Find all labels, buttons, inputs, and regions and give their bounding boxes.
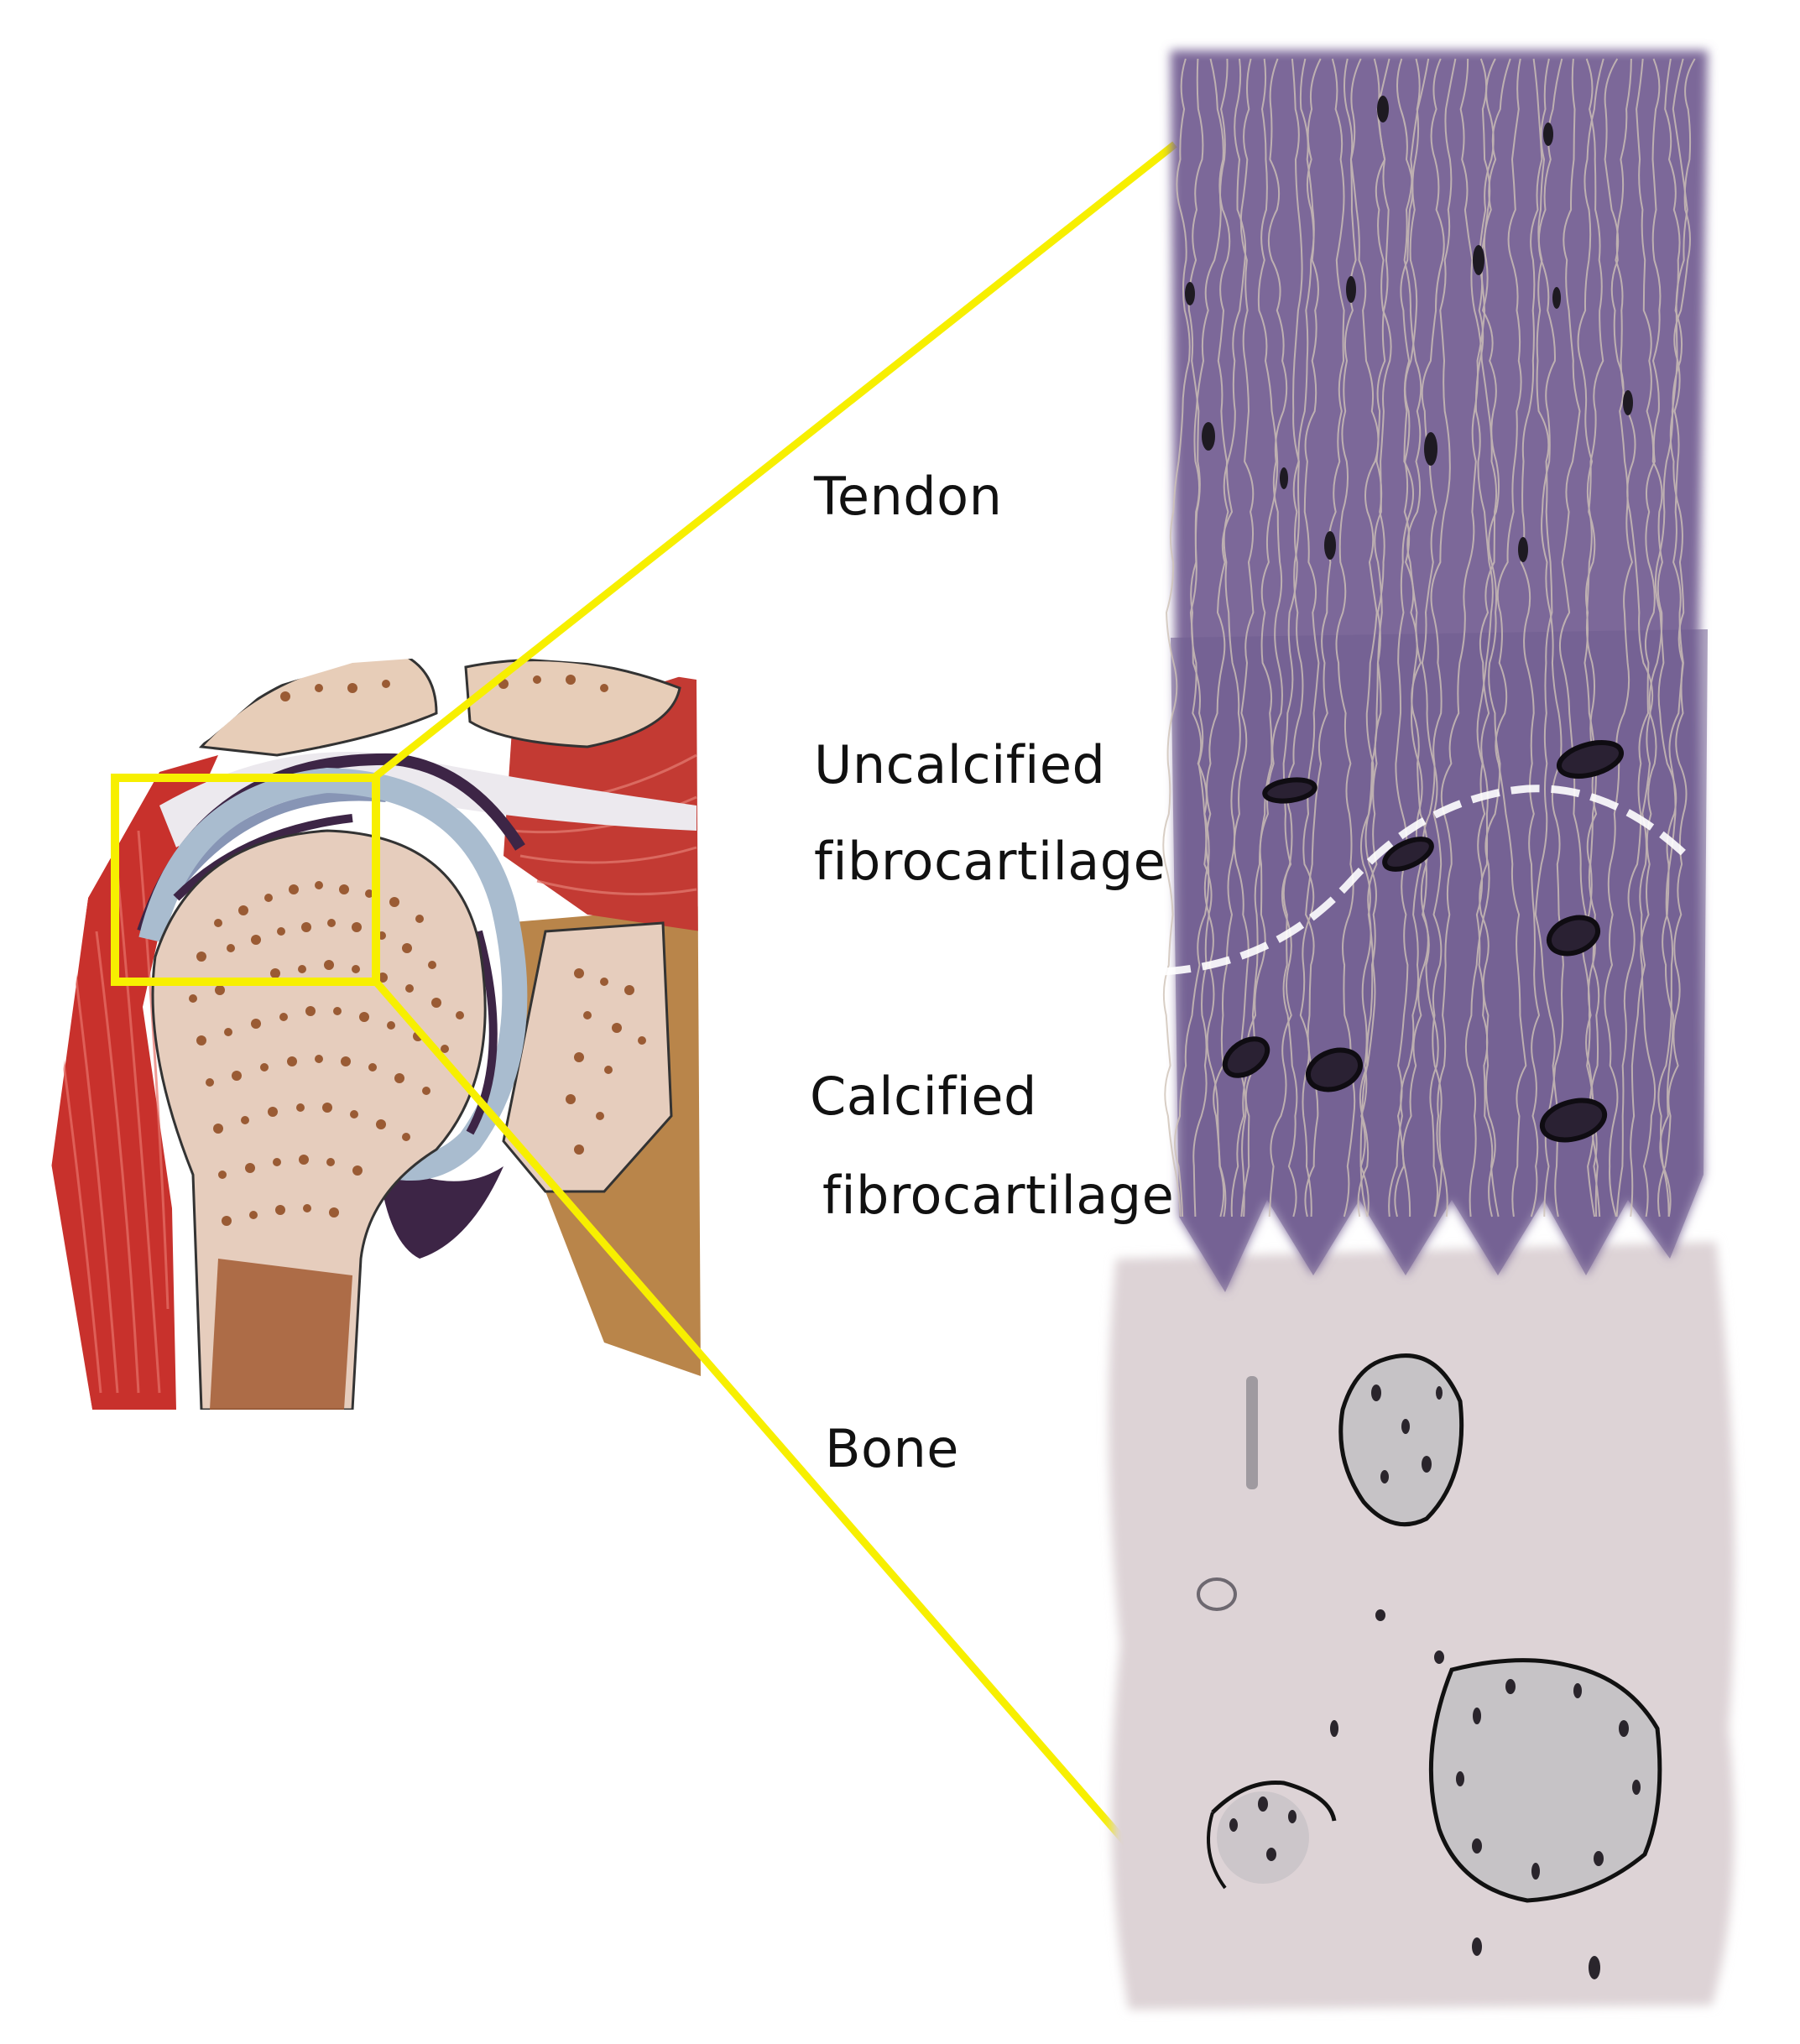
highlight-box <box>111 774 380 986</box>
collagen-fiber <box>1359 58 1392 1218</box>
collagen-fiber <box>1162 58 1191 1218</box>
trabecular-spots <box>189 675 646 1226</box>
fibrochondrocytes <box>1222 740 1624 1143</box>
collagen-fiber <box>1537 58 1564 1218</box>
collagen-fiber <box>1230 58 1288 1218</box>
acromion <box>198 654 438 757</box>
collagen-fibers <box>1162 58 1696 1218</box>
label-uncalcified-line2: fibrocartilage <box>814 831 1166 892</box>
label-tendon: Tendon <box>814 466 1003 527</box>
collagen-fiber <box>1464 58 1511 1218</box>
collagen-fiber <box>1343 58 1380 1218</box>
collagen-fiber <box>1233 58 1255 1218</box>
collagen-fiber <box>1268 58 1315 1218</box>
muscle-fibers <box>61 830 170 1394</box>
tenocytes <box>1185 96 1633 562</box>
collagen-fiber <box>1657 58 1696 1218</box>
collagen-fiber <box>1654 58 1688 1218</box>
label-calcified-line1: Calcified <box>810 1066 1037 1127</box>
tendon-bone-interface-illustration <box>1109 50 1735 2010</box>
collagen-fiber <box>1189 58 1229 1218</box>
collagen-fiber <box>1173 58 1234 1218</box>
label-calcified-line2: fibrocartilage <box>822 1165 1175 1226</box>
collagen-fiber <box>1359 58 1390 1218</box>
deltoid-muscle <box>50 755 218 1410</box>
connector-line-bottom <box>373 979 1132 1848</box>
inferior-labrum <box>378 1158 503 1259</box>
connector-line-top <box>373 141 1177 780</box>
collagen-fiber <box>1304 58 1345 1218</box>
collagen-fiber <box>1459 58 1498 1218</box>
collagen-fiber <box>1421 58 1448 1218</box>
bone-marrow-spaces <box>1197 1353 1662 1979</box>
collagen-fiber <box>1335 58 1362 1218</box>
collagen-fiber <box>1282 58 1304 1218</box>
collagen-fiber <box>1657 58 1688 1218</box>
collagen-fiber <box>1604 58 1633 1218</box>
shoulder-anatomy-illustration <box>50 654 701 1410</box>
collagen-fiber <box>1630 58 1663 1218</box>
collagen-fiber <box>1615 58 1662 1218</box>
collagen-fiber <box>1495 58 1527 1218</box>
collagen-fiber <box>1577 58 1604 1218</box>
medullary-cavity <box>210 1259 352 1410</box>
zoom-callout <box>111 141 1177 1848</box>
collagen-fiber <box>1299 58 1322 1218</box>
collagen-fiber <box>1394 58 1415 1218</box>
collagen-fiber <box>1401 58 1457 1218</box>
label-bone: Bone <box>825 1418 959 1479</box>
collagen-fiber <box>1520 58 1543 1218</box>
label-uncalcified-line1: Uncalcified <box>814 734 1106 795</box>
articular-cartilage <box>138 767 528 1181</box>
collagen-fiber <box>1240 58 1279 1218</box>
clavicle <box>464 659 681 748</box>
tidemark-line <box>1161 785 1690 976</box>
